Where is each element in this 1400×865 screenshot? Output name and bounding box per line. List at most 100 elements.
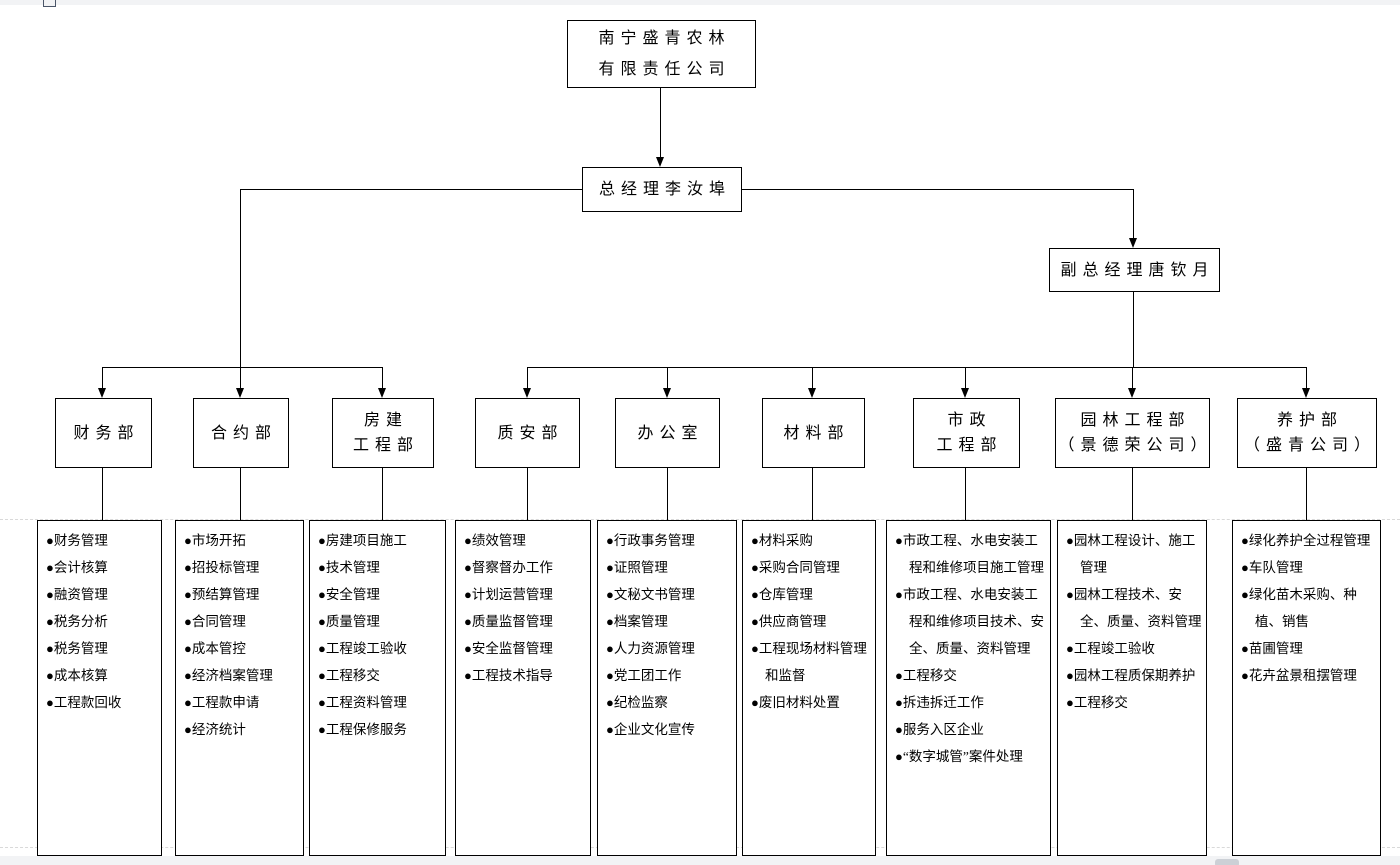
dept-title: 养护部 bbox=[1276, 412, 1343, 429]
duty-label: 工程竣工验收 bbox=[1073, 641, 1155, 656]
duty-label: 工程移交 bbox=[1073, 695, 1128, 710]
bullet-icon: ● bbox=[464, 587, 472, 602]
duty-item: ●工程资料管理 bbox=[318, 689, 441, 716]
duty-label: 质量管理 bbox=[325, 614, 380, 629]
connector-line bbox=[1306, 466, 1307, 520]
duties-box-office: ●行政事务管理●证照管理●文秘文书管理●档案管理●人力资源管理●党工团工作●纪检… bbox=[597, 520, 737, 856]
connector-line bbox=[102, 367, 383, 368]
duty-label: 合同管理 bbox=[191, 614, 246, 629]
bullet-icon: ● bbox=[751, 560, 759, 575]
horizontal-scrollbar-thumb[interactable] bbox=[1215, 859, 1239, 865]
connector-line bbox=[240, 466, 241, 520]
window-chrome-icon bbox=[43, 0, 56, 7]
bullet-icon: ● bbox=[184, 722, 192, 737]
deputy-general-manager-box: 副总经理唐钦月 bbox=[1049, 248, 1220, 292]
bullet-icon: ● bbox=[464, 533, 472, 548]
duty-item: ●园林工程设计、施工管理 bbox=[1066, 527, 1202, 581]
bullet-icon: ● bbox=[46, 695, 54, 710]
connector-line bbox=[812, 367, 813, 388]
duty-label: 党工团工作 bbox=[613, 668, 682, 683]
bullet-icon: ● bbox=[895, 722, 903, 737]
connector-line bbox=[660, 88, 661, 157]
duty-item: ●纪检监察 bbox=[606, 689, 732, 716]
duty-item: ●“数字城管”案件处理 bbox=[895, 743, 1046, 770]
bullet-icon: ● bbox=[1241, 668, 1249, 683]
connector-line bbox=[527, 466, 528, 520]
duties-box-maintenance: ●绿化养护全过程管理●车队管理●绿化苗木采购、种植、销售●苗圃管理●花卉盆景租摆… bbox=[1232, 520, 1381, 856]
duty-label: 经济统计 bbox=[191, 722, 246, 737]
duty-label: 工程资料管理 bbox=[325, 695, 407, 710]
duty-label: 市政工程、水电安装工程和维修项目施工管理 bbox=[902, 533, 1044, 575]
bullet-icon: ● bbox=[1241, 587, 1249, 602]
dept-box-finance: 财务部 bbox=[55, 398, 152, 468]
bullet-icon: ● bbox=[46, 533, 54, 548]
duty-item: ●供应商管理 bbox=[751, 608, 871, 635]
dept-title: 工程部 bbox=[936, 437, 1003, 454]
dept-title: 质安部 bbox=[497, 424, 564, 442]
duty-label: 招投标管理 bbox=[191, 560, 260, 575]
duty-item: ●预结算管理 bbox=[184, 581, 299, 608]
connector-line bbox=[812, 466, 813, 520]
duty-item: ●税务分析 bbox=[46, 608, 157, 635]
dept-title: 办公室 bbox=[637, 424, 704, 442]
connector-line bbox=[965, 367, 966, 388]
bullet-icon: ● bbox=[606, 722, 614, 737]
bullet-icon: ● bbox=[606, 560, 614, 575]
duty-label: 绩效管理 bbox=[471, 533, 526, 548]
duty-item: ●经济统计 bbox=[184, 716, 299, 743]
duty-label: 成本核算 bbox=[53, 668, 108, 683]
connector-line bbox=[102, 466, 103, 520]
duty-item: ●市政工程、水电安装工程和维修项目技术、安全、质量、资料管理 bbox=[895, 581, 1046, 662]
arrow-down-icon bbox=[663, 388, 671, 398]
duties-box-materials: ●材料采购●采购合同管理●仓库管理●供应商管理●工程现场材料管理和监督●废旧材料… bbox=[742, 520, 876, 856]
connector-line bbox=[1133, 189, 1134, 238]
connector-line bbox=[1132, 466, 1133, 520]
duty-item: ●招投标管理 bbox=[184, 554, 299, 581]
connector-line bbox=[1306, 367, 1307, 388]
duty-label: 工程款申请 bbox=[191, 695, 260, 710]
dept-box-landscape-engineering: 园林工程部 （景德荣公司） bbox=[1055, 398, 1210, 468]
duty-label: 绿化苗木采购、种植、销售 bbox=[1248, 587, 1357, 629]
bullet-icon: ● bbox=[46, 560, 54, 575]
bullet-icon: ● bbox=[464, 614, 472, 629]
duties-box-building-engineering: ●房建项目施工●技术管理●安全管理●质量管理●工程竣工验收●工程移交●工程资料管… bbox=[309, 520, 446, 856]
duty-item: ●人力资源管理 bbox=[606, 635, 732, 662]
company-box: 南宁盛青农林 有限责任公司 bbox=[567, 20, 756, 88]
duty-item: ●仓库管理 bbox=[751, 581, 871, 608]
bullet-icon: ● bbox=[184, 560, 192, 575]
dept-box-materials: 材料部 bbox=[762, 398, 865, 468]
duty-label: 工程移交 bbox=[325, 668, 380, 683]
duty-item: ●成本核算 bbox=[46, 662, 157, 689]
duty-label: 市场开拓 bbox=[191, 533, 246, 548]
duty-label: 预结算管理 bbox=[191, 587, 260, 602]
dept-title: （景德荣公司） bbox=[1058, 437, 1213, 454]
text-boundary-dash-top bbox=[0, 519, 1400, 520]
bullet-icon: ● bbox=[895, 587, 903, 602]
bullet-icon: ● bbox=[606, 533, 614, 548]
arrow-down-icon bbox=[378, 388, 386, 398]
duty-item: ●服务入区企业 bbox=[895, 716, 1046, 743]
dept-title: 工程部 bbox=[352, 437, 419, 454]
bullet-icon: ● bbox=[318, 533, 326, 548]
duty-item: ●证照管理 bbox=[606, 554, 732, 581]
duty-item: ●财务管理 bbox=[46, 527, 157, 554]
arrow-down-icon bbox=[236, 388, 244, 398]
bullet-icon: ● bbox=[318, 587, 326, 602]
duty-item: ●安全管理 bbox=[318, 581, 441, 608]
duty-label: 技术管理 bbox=[325, 560, 380, 575]
top-chrome-strip bbox=[0, 0, 1400, 5]
arrow-down-icon bbox=[961, 388, 969, 398]
connector-line bbox=[527, 367, 528, 388]
bullet-icon: ● bbox=[184, 533, 192, 548]
bullet-icon: ● bbox=[1241, 533, 1249, 548]
duty-item: ●工程款申请 bbox=[184, 689, 299, 716]
duty-label: 废旧材料处置 bbox=[758, 695, 840, 710]
duty-item: ●文秘文书管理 bbox=[606, 581, 732, 608]
bullet-icon: ● bbox=[606, 587, 614, 602]
duty-label: 工程现场材料管理和监督 bbox=[758, 641, 867, 683]
dept-title: 合约部 bbox=[210, 424, 277, 442]
duty-item: ●税务管理 bbox=[46, 635, 157, 662]
duty-item: ●工程移交 bbox=[318, 662, 441, 689]
duty-label: 工程竣工验收 bbox=[325, 641, 407, 656]
